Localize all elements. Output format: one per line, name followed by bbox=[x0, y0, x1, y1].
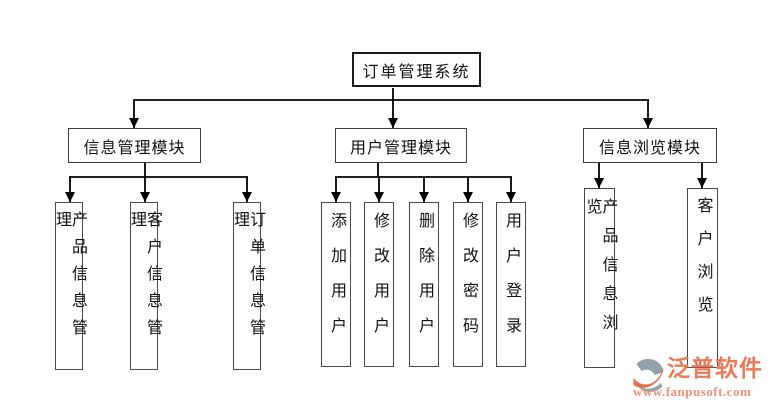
leaf-box-product-info-browse: 产品信息浏览 bbox=[583, 188, 617, 368]
root-label: 订单管理系统 bbox=[362, 63, 471, 81]
leaf-label: 删除用户 bbox=[416, 212, 433, 352]
leaf-box-customer-browse: 客户浏览 bbox=[687, 188, 718, 368]
leaf-label: 修改密码 bbox=[460, 212, 477, 352]
leaf-label: 订单信息管理 bbox=[231, 211, 264, 346]
leaf-label: 产品信息管理 bbox=[53, 211, 86, 346]
leaf-label: 修改用户 bbox=[371, 212, 388, 352]
module-box-info-browsing: 信息浏览模块 bbox=[583, 128, 717, 163]
leaf-box-product-info-management: 产品信息管理 bbox=[53, 202, 86, 370]
root-box-order-management-system: 订单管理系统 bbox=[352, 52, 481, 87]
level2-connectors-info-browse bbox=[594, 163, 707, 188]
level1-connectors bbox=[129, 88, 653, 128]
leaf-box-user-login: 用户登录 bbox=[496, 202, 526, 367]
module-label: 用户管理模块 bbox=[349, 139, 452, 157]
leaf-label: 添加用户 bbox=[328, 212, 345, 352]
leaf-box-add-user: 添加用户 bbox=[321, 202, 351, 367]
leaf-box-delete-user: 删除用户 bbox=[409, 202, 439, 367]
leaf-label: 用户登录 bbox=[503, 212, 520, 352]
module-box-user-management: 用户管理模块 bbox=[335, 128, 467, 163]
module-label: 信息管理模块 bbox=[83, 139, 186, 157]
leaf-label: 客户信息管理 bbox=[128, 211, 161, 346]
leaf-label: 产品信息浏览 bbox=[583, 198, 617, 343]
leaf-box-order-info-management: 订单信息管理 bbox=[231, 202, 264, 370]
leaf-box-customer-info-management: 客户信息管理 bbox=[128, 202, 161, 370]
level2-connectors-info-mgmt bbox=[65, 163, 252, 202]
module-label: 信息浏览模块 bbox=[598, 139, 701, 157]
level2-connectors-user-mgmt bbox=[331, 163, 516, 202]
leaf-label: 客户浏览 bbox=[694, 197, 712, 329]
fanpu-logo-icon bbox=[633, 358, 664, 392]
module-box-info-management: 信息管理模块 bbox=[68, 128, 201, 163]
fanpu-url-text: www.fanpusoft.com bbox=[633, 384, 752, 399]
leaf-box-change-password: 修改密码 bbox=[453, 202, 483, 367]
fanpu-brand-text: 泛普软件 bbox=[667, 356, 763, 381]
fanpu-watermark: 泛普软件 www.fanpusoft.com bbox=[632, 356, 771, 403]
leaf-box-modify-user: 修改用户 bbox=[364, 202, 394, 367]
